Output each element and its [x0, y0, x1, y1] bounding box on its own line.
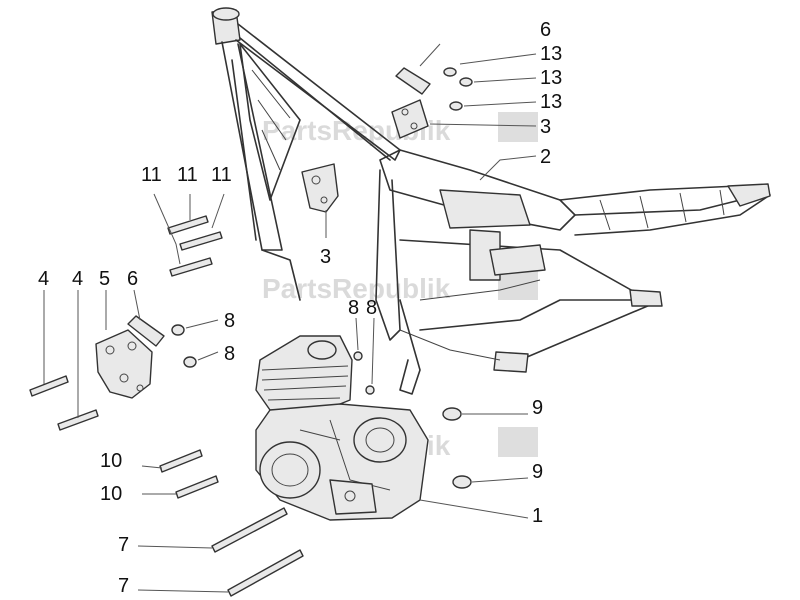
watermark-middle: PartsRepublik	[262, 270, 538, 304]
spacer-lower	[127, 315, 165, 347]
leader-line	[153, 193, 181, 265]
callout-number: 9	[532, 461, 543, 483]
callout-number: 13	[540, 43, 562, 65]
bolts-11	[167, 215, 223, 277]
leader-line	[473, 77, 537, 83]
nuts-8	[171, 324, 375, 395]
bracket-plate-upper	[391, 99, 429, 139]
callout-number: 10	[100, 450, 122, 472]
leader-line	[137, 589, 229, 593]
callout-number: 1	[532, 505, 543, 527]
callout-labels: 6 13 13 13 3 2 11 11 11 3 4 4 5 6 8 8 8 …	[38, 19, 562, 597]
callout-number: 13	[540, 67, 562, 89]
bolts-10	[159, 449, 219, 499]
leader-line	[355, 317, 359, 351]
callout-number: 7	[118, 534, 129, 556]
callout-number: 8	[224, 310, 235, 332]
leader-line	[429, 123, 537, 127]
callout-number: 2	[540, 146, 551, 168]
leader-line	[471, 477, 529, 483]
washers-9	[442, 407, 472, 489]
leader-line	[133, 289, 141, 321]
watermark-logo	[498, 112, 538, 142]
leader-line	[459, 53, 537, 65]
leader-line	[211, 193, 225, 229]
leader-line	[419, 499, 529, 519]
callout-number: 11	[141, 164, 162, 186]
leader-line	[197, 351, 219, 361]
watermark-text: PartsRepublik	[262, 273, 451, 304]
leader-lines	[43, 43, 537, 593]
callout-number: 11	[211, 164, 232, 186]
callout-number: 5	[99, 268, 110, 290]
callout-number: 8	[224, 343, 235, 365]
leader-line	[479, 155, 537, 181]
callout-number: 3	[320, 246, 331, 268]
spacer-upper	[395, 67, 431, 95]
callout-number: 13	[540, 91, 562, 113]
callout-number: 4	[38, 268, 49, 290]
callout-number: 6	[540, 19, 551, 41]
callout-number: 3	[540, 116, 551, 138]
callout-number: 10	[100, 483, 122, 505]
engine-assembly	[255, 335, 429, 521]
leader-line	[137, 545, 213, 549]
callout-number: 8	[366, 297, 377, 319]
callout-number: 7	[118, 575, 129, 597]
leader-line	[141, 465, 163, 469]
engine-mount-bracket	[95, 329, 153, 399]
callout-number: 8	[348, 297, 359, 319]
bolts-4	[29, 375, 99, 431]
main-frame	[211, 7, 771, 395]
leader-line	[463, 101, 537, 107]
watermark-logo	[498, 427, 538, 457]
callout-number: 4	[72, 268, 83, 290]
bolts-7	[211, 507, 304, 597]
leader-line	[419, 43, 441, 67]
callout-number: 11	[177, 164, 198, 186]
nuts-13	[443, 67, 473, 111]
leader-line	[371, 317, 375, 385]
leader-line	[185, 319, 219, 329]
bracket-plate-lower	[301, 163, 339, 213]
callout-number: 9	[532, 397, 543, 419]
callout-number: 6	[127, 268, 138, 290]
